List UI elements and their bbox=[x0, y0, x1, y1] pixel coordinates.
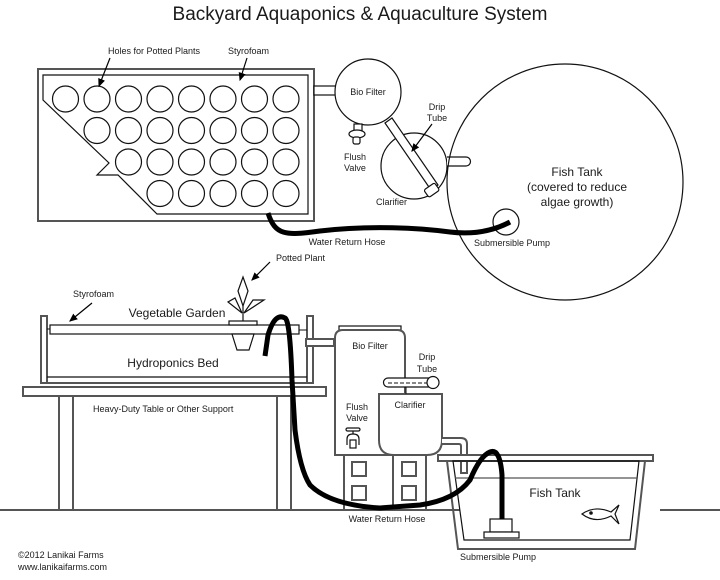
plant-hole bbox=[272, 85, 300, 113]
plant-hole bbox=[146, 85, 174, 113]
hydroponics-bed-label: Hydroponics Bed bbox=[127, 356, 218, 370]
fish-tank-top-label-3: algae growth) bbox=[541, 195, 614, 209]
plant-hole bbox=[51, 85, 80, 113]
plant-hole bbox=[240, 148, 269, 176]
submersible-pump-top-label: Submersible Pump bbox=[474, 238, 550, 248]
fish-tank-side-label: Fish Tank bbox=[529, 486, 581, 500]
flush-valve-side-label-1: Flush bbox=[346, 402, 368, 412]
diagram-title: Backyard Aquaponics & Aquaculture System bbox=[173, 4, 548, 25]
plant-hole bbox=[83, 85, 111, 113]
holes-label: Holes for Potted Plants bbox=[108, 46, 201, 56]
plant-hole bbox=[209, 116, 237, 145]
bed-to-filter-pipe bbox=[313, 85, 337, 96]
styrofoam-side-arrow bbox=[69, 302, 93, 322]
table-leg-right bbox=[276, 395, 292, 511]
styrofoam-top-label: Styrofoam bbox=[228, 46, 269, 56]
plant-hole bbox=[272, 116, 300, 145]
plant-hole bbox=[272, 179, 300, 208]
fish-tank-side bbox=[437, 454, 654, 550]
bio-filter-top bbox=[334, 58, 402, 126]
bio-filter-top-label: Bio Filter bbox=[350, 87, 386, 97]
drip-tube-top-arrow bbox=[411, 123, 433, 152]
styrofoam-top-arrow bbox=[238, 57, 248, 82]
plant-hole bbox=[240, 85, 269, 113]
clarifier-top-label: Clarifier bbox=[376, 197, 407, 207]
flush-valve-top-label-1: Flush bbox=[344, 152, 366, 162]
table-label: Heavy-Duty Table or Other Support bbox=[93, 404, 234, 414]
styrofoam-raft-side bbox=[49, 324, 300, 335]
fish-tank-top-label-1: Fish Tank bbox=[551, 165, 603, 179]
fish-tank-top bbox=[446, 63, 684, 301]
plant-hole bbox=[146, 148, 174, 176]
flush-valve-top-label-2: Valve bbox=[344, 163, 366, 173]
plant-hole bbox=[209, 179, 237, 208]
clarifier-side-label: Clarifier bbox=[394, 400, 425, 410]
flush-valve-side bbox=[345, 427, 361, 449]
water-return-hose-top-label: Water Return Hose bbox=[309, 237, 386, 247]
website-link[interactable]: www.lanikaifarms.com bbox=[17, 562, 107, 572]
plant-hole bbox=[209, 148, 237, 176]
potted-plant-label: Potted Plant bbox=[276, 253, 326, 263]
submersible-pump-top bbox=[492, 208, 520, 236]
plant-hole bbox=[146, 116, 174, 145]
plant-hole bbox=[146, 179, 174, 208]
table-leg-left bbox=[58, 395, 74, 511]
fish-icon bbox=[580, 504, 620, 525]
clarifier-to-tank-pipe bbox=[447, 156, 472, 167]
water-return-hose-top bbox=[265, 212, 512, 236]
plant-hole bbox=[83, 116, 111, 145]
plant-hole bbox=[177, 116, 206, 145]
plant-hole bbox=[177, 179, 206, 208]
flush-valve-side-label-2: Valve bbox=[346, 413, 368, 423]
bed-wall-right bbox=[306, 315, 314, 384]
holes-arrow bbox=[98, 57, 111, 88]
plant-holes bbox=[51, 85, 300, 208]
side-view: Heavy-Duty Table or Other Support Vegeta… bbox=[0, 253, 720, 562]
fish-tank-top-label-2: (covered to reduce bbox=[527, 180, 627, 194]
vegetable-garden-label: Vegetable Garden bbox=[129, 306, 226, 320]
plant-hole bbox=[114, 116, 143, 145]
flush-valve-top bbox=[348, 123, 366, 145]
drip-tube-side-label-2: Tube bbox=[417, 364, 437, 374]
table-top bbox=[22, 386, 327, 397]
grow-bed-outer bbox=[37, 68, 315, 222]
submersible-pump-side-label: Submersible Pump bbox=[460, 552, 536, 562]
water-return-hose-side bbox=[262, 314, 505, 519]
bed-wall-left bbox=[40, 315, 48, 384]
drip-tube-top-label-1: Drip bbox=[429, 102, 446, 112]
drip-tube-top-label-2: Tube bbox=[427, 113, 447, 123]
plant-hole bbox=[240, 179, 269, 208]
copyright-text: ©2012 Lanikai Farms bbox=[18, 550, 104, 560]
styrofoam-raft bbox=[42, 74, 309, 215]
drip-tube-side-label-1: Drip bbox=[419, 352, 436, 362]
water-return-hose-side-label: Water Return Hose bbox=[349, 514, 426, 524]
plant-hole bbox=[114, 85, 143, 113]
bed-to-filter-pipe-side bbox=[305, 338, 335, 347]
drip-tube-side bbox=[382, 375, 440, 394]
top-view: Holes for Potted Plants Styrofoam Bio Fi… bbox=[37, 46, 684, 301]
plant-hole bbox=[177, 148, 206, 176]
drip-tube-top bbox=[384, 117, 440, 198]
styrofoam-side-label: Styrofoam bbox=[73, 289, 114, 299]
plant-hole bbox=[114, 148, 143, 176]
plant-hole bbox=[177, 85, 206, 113]
potted-plant bbox=[226, 275, 267, 351]
submersible-pump-side bbox=[483, 518, 520, 539]
plant-hole bbox=[240, 116, 269, 145]
bio-filter-side-label: Bio Filter bbox=[352, 341, 388, 351]
plant-hole bbox=[272, 148, 300, 176]
plant-hole bbox=[209, 85, 237, 113]
potted-plant-arrow bbox=[251, 261, 271, 281]
cinder-block-stand bbox=[343, 454, 427, 511]
